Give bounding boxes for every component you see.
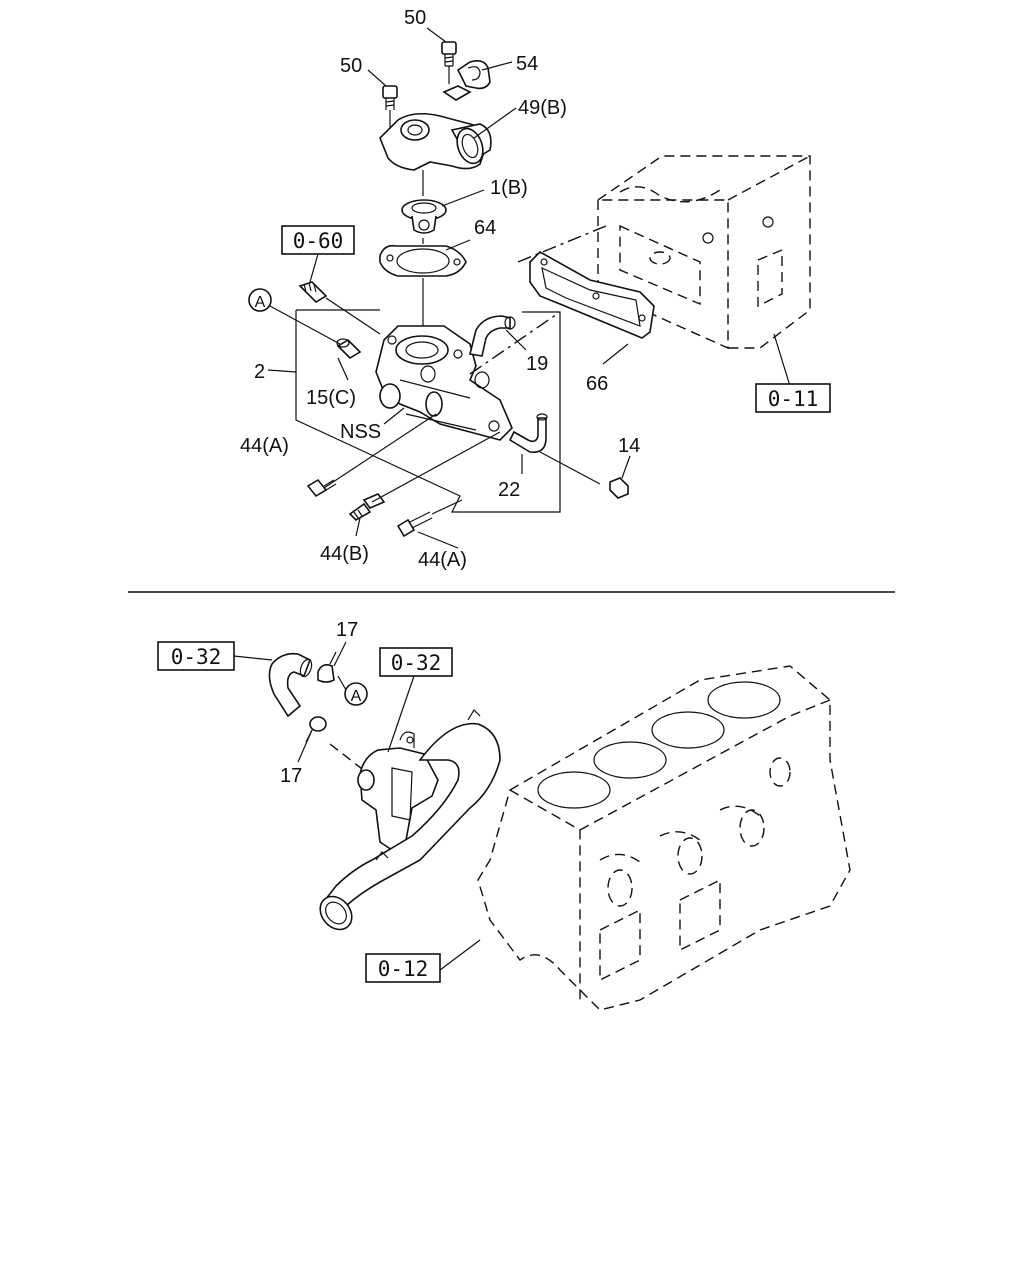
callout-14: 14 — [618, 435, 640, 457]
water-pipe-icon — [319, 709, 501, 931]
thermostat-housing-icon — [375, 325, 513, 441]
callout-1b: 1(B) — [490, 177, 528, 199]
ref-box-0-32-left[interactable]: 0-32 — [157, 641, 235, 671]
water-pump-icon — [357, 731, 439, 851]
callout-17-top: 17 — [336, 619, 358, 641]
ref-box-0-12[interactable]: 0-12 — [365, 953, 441, 983]
callout-66: 66 — [586, 373, 608, 395]
plug-14-icon — [609, 477, 629, 499]
marker-a-top-icon: A — [248, 288, 272, 312]
bolt-50-top-icon — [441, 41, 457, 67]
callout-nss: NSS — [340, 421, 381, 443]
thermostat-1b-icon — [401, 199, 447, 234]
callout-2: 2 — [254, 361, 265, 383]
ref-box-0-11[interactable]: 0-11 — [755, 383, 831, 413]
hose-icon — [268, 652, 313, 718]
bolt-44a-bottom-icon — [396, 511, 433, 538]
marker-a-bottom-icon: A — [344, 682, 368, 706]
cylinder-block-icon — [477, 665, 851, 1011]
callout-19: 19 — [526, 353, 548, 375]
temperature-sensor-icon — [298, 281, 381, 335]
ref-label-0-32-left: 0-32 — [171, 645, 222, 669]
cylinder-head-icon — [597, 155, 811, 350]
marker-a-bottom-label: A — [351, 688, 362, 705]
pipe-19-icon — [469, 315, 516, 357]
ref-label-0-12: 0-12 — [378, 957, 429, 981]
bolt-44a-left-icon — [306, 478, 337, 498]
ref-box-0-32-right[interactable]: 0-32 — [379, 647, 453, 677]
ref-label-0-32-right: 0-32 — [391, 651, 442, 675]
ref-label-0-60: 0-60 — [293, 229, 344, 253]
pipe-22-icon — [508, 413, 548, 454]
bolt-50-left-icon — [382, 85, 398, 110]
callout-44b: 44(B) — [320, 543, 369, 565]
gasket-66-icon — [529, 251, 655, 339]
marker-a-top-label: A — [255, 294, 266, 311]
callout-44a-left: 44(A) — [240, 435, 289, 457]
callout-15c: 15(C) — [306, 387, 356, 409]
callout-22: 22 — [498, 479, 520, 501]
fitting-15c-icon — [336, 338, 362, 360]
callout-54: 54 — [516, 53, 538, 75]
gasket-64-icon — [379, 244, 467, 277]
callout-49b: 49(B) — [518, 97, 567, 119]
water-outlet-49b-icon — [379, 112, 492, 171]
ref-label-0-11: 0-11 — [768, 387, 819, 411]
callout-44a-bottom: 44(A) — [418, 549, 467, 571]
callout-64: 64 — [474, 217, 496, 239]
callout-17-bottom: 17 — [280, 765, 302, 787]
callout-50-left: 50 — [340, 55, 362, 77]
callout-50-top: 50 — [404, 7, 426, 29]
clamp-17-top-icon — [317, 651, 337, 683]
clip-54-icon — [442, 60, 491, 101]
ref-box-0-60[interactable]: 0-60 — [281, 225, 355, 255]
